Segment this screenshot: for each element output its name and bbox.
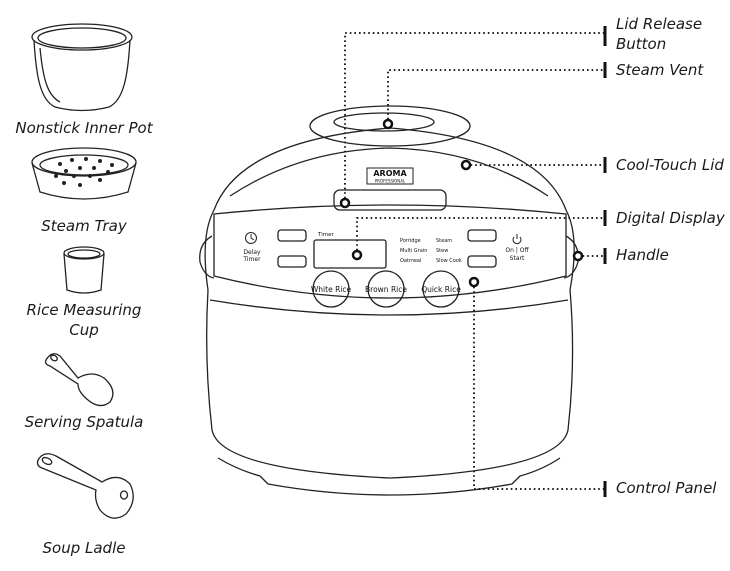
menu-porridge: Porridge <box>400 238 421 244</box>
callout-steam-vent: Steam Vent <box>616 61 704 79</box>
soup-ladle-illustration <box>36 453 134 519</box>
label-serving-spatula: Serving Spatula <box>24 413 144 431</box>
on-off-label: On | Off <box>505 247 529 254</box>
power-icon <box>512 234 522 245</box>
callout-leaders <box>344 32 604 490</box>
leader-steam-vent <box>387 69 604 124</box>
inner-pot-illustration <box>31 23 133 112</box>
leader-control-panel <box>473 282 604 490</box>
panel-button-right-bottom[interactable] <box>467 255 497 268</box>
serving-spatula-illustration <box>44 353 114 407</box>
steam-tray-illustration <box>31 147 137 200</box>
brown-rice-button[interactable] <box>367 270 405 308</box>
callout-lid-release-2: Button <box>616 35 667 53</box>
quick-rice-label: Quick Rice <box>421 285 461 294</box>
measuring-cup-illustration <box>63 246 105 294</box>
brown-rice-label: Brown Rice <box>365 285 407 294</box>
label-measuring-cup-2: Cup <box>69 321 99 339</box>
quick-rice-button[interactable] <box>422 270 460 308</box>
label-steam-tray: Steam Tray <box>41 217 127 235</box>
brand-logo: AROMA PROFESSIONAL <box>366 167 414 185</box>
panel-button-left-bottom[interactable] <box>277 255 307 268</box>
label-measuring-cup-1: Rice Measuring <box>26 301 142 319</box>
menu-oatmeal: Oatmeal <box>400 258 421 264</box>
delay-label-1: Delay <box>243 249 261 256</box>
label-inner-pot: Nonstick Inner Pot <box>15 119 153 137</box>
menu-steam: Steam <box>436 238 452 244</box>
white-rice-button[interactable] <box>312 270 350 308</box>
lid-release-button[interactable] <box>333 189 447 211</box>
delay-label-2: Timer <box>242 256 261 263</box>
menu-slow-cook: Slow Cook <box>436 258 462 264</box>
delay-timer-icon: Delay Timer <box>242 232 261 263</box>
callout-markers <box>339 118 584 288</box>
right-handle <box>563 235 579 279</box>
rice-cooker: AROMA PROFESSIONAL Delay Timer Timer Por… <box>199 105 579 496</box>
leader-lid-release <box>344 32 604 203</box>
digital-display-window <box>313 239 387 269</box>
label-soup-ladle: Soup Ladle <box>42 539 126 557</box>
panel-button-right-top[interactable] <box>467 229 497 242</box>
callout-lid-release-1: Lid Release <box>616 15 703 33</box>
timer-label: Timer <box>317 232 334 238</box>
brand-sub: PROFESSIONAL <box>375 179 406 184</box>
callout-control-panel: Control Panel <box>616 479 717 497</box>
white-rice-label: White Rice <box>311 285 352 294</box>
left-handle <box>199 235 215 279</box>
callout-handle: Handle <box>616 246 669 264</box>
callout-cool-touch-lid: Cool-Touch Lid <box>616 156 724 174</box>
start-label: Start <box>510 255 525 262</box>
brand-name: AROMA <box>373 169 407 178</box>
leader-digital-display <box>356 217 604 255</box>
menu-multi-grain: Multi Grain <box>400 248 427 254</box>
callout-digital-display: Digital Display <box>616 209 725 227</box>
panel-button-left-top[interactable] <box>277 229 307 242</box>
menu-stew: Stew <box>436 248 448 254</box>
